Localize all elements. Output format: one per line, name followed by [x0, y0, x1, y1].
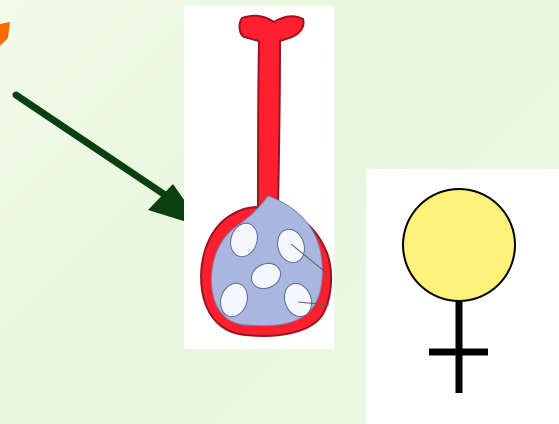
- symbol-circle: [403, 189, 515, 301]
- pistil-card: [184, 6, 334, 349]
- venus-symbol-icon: [366, 169, 559, 424]
- pistil-illustration: [184, 6, 334, 349]
- female-symbol-card: [366, 169, 559, 424]
- orange-corner-mark: [0, 16, 18, 56]
